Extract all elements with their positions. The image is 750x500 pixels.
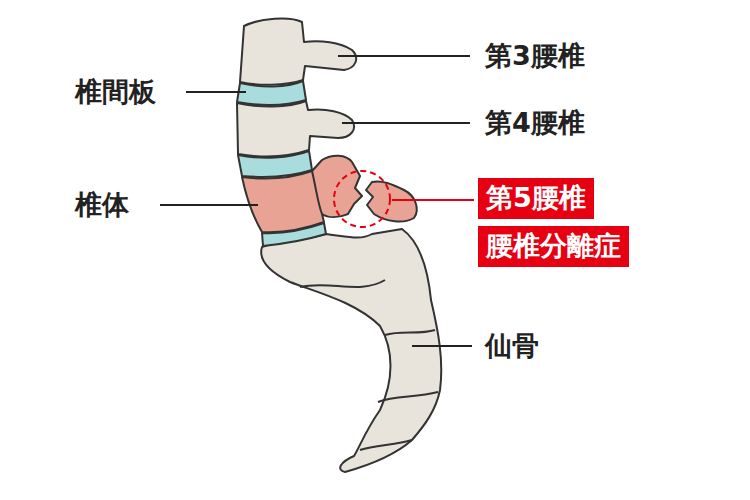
separated-fragment [366, 181, 417, 221]
highlight-box: 腰椎分離症 [478, 226, 629, 267]
label-text: 椎間板 [75, 76, 156, 107]
label-text: 第4腰椎 [485, 107, 585, 138]
box-text: 腰椎分離症 [486, 230, 621, 262]
vertebra-l4 [237, 101, 354, 156]
part-label: 椎間板 [75, 74, 156, 110]
lesion-circle [334, 171, 390, 227]
leader-line [412, 345, 472, 347]
part-label: 椎体 [75, 187, 129, 223]
disc [262, 223, 326, 246]
leader-line [338, 55, 470, 57]
label-text: 第3腰椎 [485, 40, 585, 71]
vertebra-l3 [240, 19, 356, 85]
box-text: 第5腰椎 [486, 182, 586, 214]
leader-line [186, 91, 246, 93]
leader-line [160, 204, 258, 206]
part-label: 仙骨 [485, 328, 539, 364]
part-label: 第3腰椎 [485, 38, 585, 74]
label-text: 仙骨 [485, 330, 539, 361]
sacrum [261, 229, 441, 472]
leader-line [342, 122, 470, 124]
part-label: 第4腰椎 [485, 105, 585, 141]
disc [237, 81, 306, 105]
label-text: 椎体 [75, 189, 129, 220]
disc [238, 151, 312, 177]
leader-line [392, 199, 474, 201]
highlight-box: 第5腰椎 [478, 178, 594, 219]
